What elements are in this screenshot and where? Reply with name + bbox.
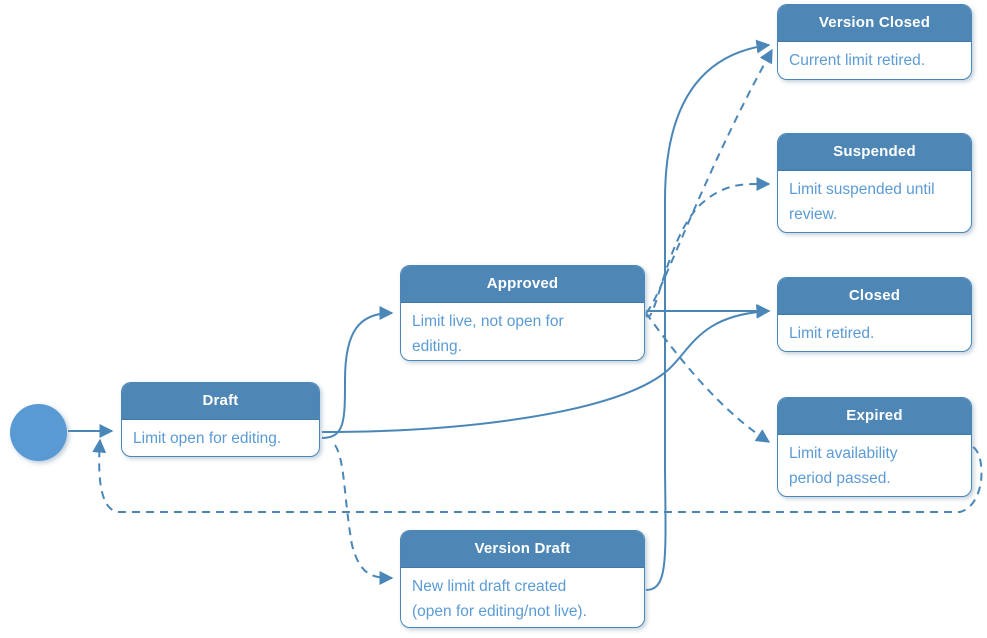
state-node-expired[interactable]: Expired Limit availability period passed… [777, 397, 972, 497]
start-node[interactable] [10, 404, 67, 461]
state-title-closed: Closed [778, 278, 971, 315]
edge-approved-to-expired [645, 312, 771, 443]
state-body-draft: Limit open for editing. Limit not live. [133, 430, 282, 456]
state-title-expired: Expired [778, 398, 971, 435]
state-body-expired: Limit availability period passed. [789, 445, 898, 487]
state-node-draft[interactable]: Draft Limit open for editing. Limit not … [121, 382, 320, 457]
state-title-draft: Draft [122, 383, 319, 420]
state-title-version-closed: Version Closed [778, 5, 971, 42]
state-title-version-draft: Version Draft [401, 531, 644, 568]
state-body-suspended: Limit suspended until review. [789, 181, 935, 223]
state-node-closed[interactable]: Closed Limit retired. [777, 277, 972, 352]
state-node-suspended[interactable]: Suspended Limit suspended until review. [777, 133, 972, 233]
edge-draft-to-closed [321, 304, 771, 433]
state-body-version-draft: New limit draft created (open for editin… [412, 578, 587, 620]
state-body-approved: Limit live, not open for editing. [412, 313, 564, 355]
state-node-approved[interactable]: Approved Limit live, not open for editin… [400, 265, 645, 361]
edge-draft-to-version-draft [334, 444, 394, 585]
state-node-version-closed[interactable]: Version Closed Current limit retired. [777, 4, 972, 80]
edge-version-draft-to-version-closed [645, 39, 771, 591]
state-title-approved: Approved [401, 266, 644, 303]
state-title-suspended: Suspended [778, 134, 971, 171]
edge-draft-to-approved [321, 306, 394, 439]
state-body-version-closed: Current limit retired. [789, 52, 926, 69]
state-body-closed: Limit retired. [789, 325, 875, 342]
state-node-version-draft[interactable]: Version Draft New limit draft created (o… [400, 530, 645, 628]
edge-approved-to-suspended [645, 176, 771, 318]
edge-expired-to-draft [92, 438, 983, 513]
